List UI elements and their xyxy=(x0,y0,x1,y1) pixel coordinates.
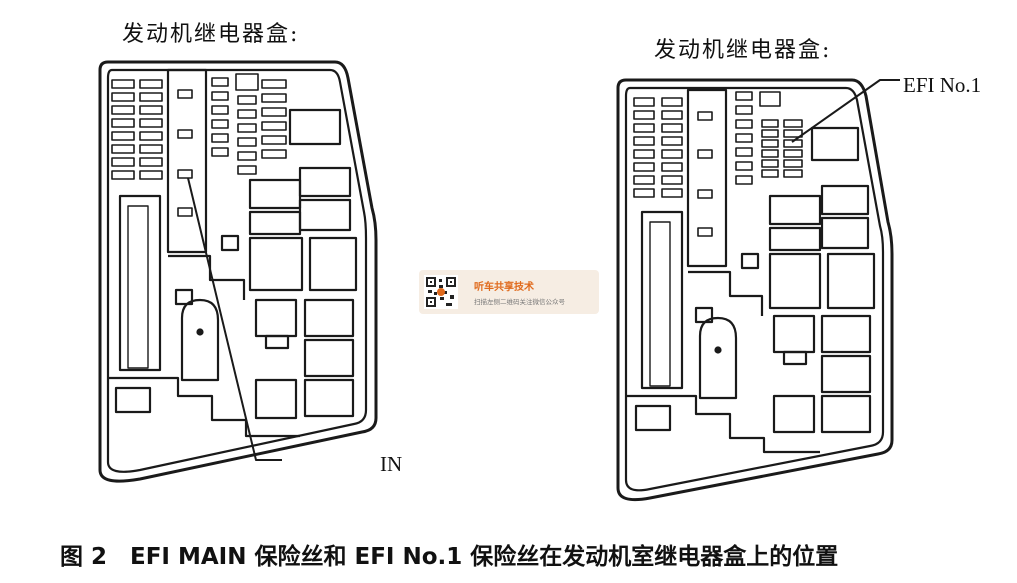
right-box-title: 发动机继电器盒: xyxy=(654,38,832,63)
efi-main-label: IN xyxy=(380,452,403,476)
figure-caption: 图 2 EFI MAIN 保险丝和 EFI No.1 保险丝在发动机室继电器盒上… xyxy=(60,544,839,570)
right-relay-box xyxy=(616,78,900,502)
left-relay-box xyxy=(98,60,378,483)
left-box-title: 发动机继电器盒: xyxy=(122,22,300,47)
qr-code-icon xyxy=(424,275,458,309)
watermark-subtitle: 扫描左侧二维码关注微信公众号 xyxy=(474,298,565,306)
watermark-badge[interactable]: 听车共享技术 扫描左侧二维码关注微信公众号 xyxy=(419,270,599,314)
efi-no1-label: EFI No.1 xyxy=(903,73,982,97)
watermark-title: 听车共享技术 xyxy=(474,282,534,293)
